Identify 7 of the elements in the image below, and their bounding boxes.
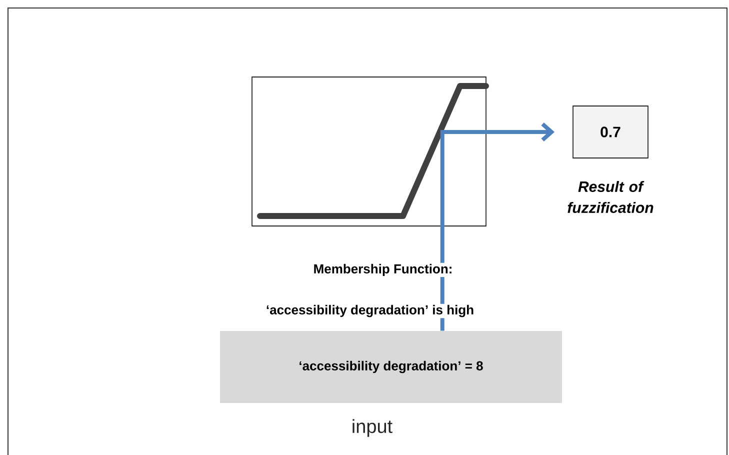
chart-title: ‘accessibility degradation’ is high xyxy=(264,304,476,318)
arrow xyxy=(440,122,555,331)
result-box: 0.7 xyxy=(572,106,648,158)
chart-title: Membership Function: xyxy=(312,262,454,278)
input-label: input xyxy=(352,419,392,437)
result-caption: Result of fuzzification xyxy=(568,181,654,213)
input-box: ‘accessibility degradation’ = 8 xyxy=(220,331,562,403)
